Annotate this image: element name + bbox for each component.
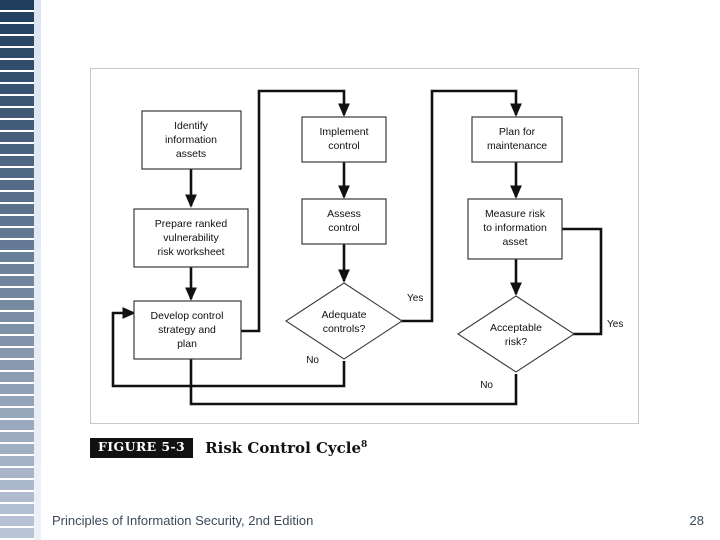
sidebar-stripe xyxy=(0,132,34,142)
sidebar-stripe xyxy=(0,156,34,166)
sidebar-stripe xyxy=(0,216,34,226)
sidebar-stripe xyxy=(0,528,34,538)
node-develop-line-0: Develop control xyxy=(151,310,224,322)
sidebar-stripe xyxy=(0,252,34,262)
sidebar-stripe-group xyxy=(0,0,34,540)
sidebar-stripe xyxy=(0,36,34,46)
node-identify-line-0: Identify xyxy=(174,120,209,132)
sidebar-stripe xyxy=(0,168,34,178)
sidebar-stripe xyxy=(0,372,34,382)
node-prepare-line-1: vulnerability xyxy=(163,232,219,244)
flow-connectors xyxy=(111,89,603,406)
flow-nodes: Identify information assets Prepare rank… xyxy=(133,110,576,373)
node-measure-line-2: asset xyxy=(502,236,527,248)
sidebar-stripe xyxy=(0,468,34,478)
caption-footnote-marker: 8 xyxy=(361,440,368,450)
sidebar-stripe xyxy=(0,192,34,202)
sidebar-stripe xyxy=(0,360,34,370)
node-identify-line-2: assets xyxy=(176,148,206,160)
label-acceptable-no: No xyxy=(480,380,493,391)
sidebar-stripe xyxy=(0,288,34,298)
node-acceptable-line-0: Acceptable xyxy=(490,322,542,334)
sidebar-stripe xyxy=(0,312,34,322)
sidebar-stripe xyxy=(0,264,34,274)
risk-control-cycle-flowchart: Identify information assets Prepare rank… xyxy=(111,89,623,406)
node-assess-line-0: Assess xyxy=(327,208,361,220)
label-adequate-yes: Yes xyxy=(407,293,423,304)
node-develop-line-1: strategy and xyxy=(158,324,216,336)
node-prepare: Prepare ranked vulnerability risk worksh… xyxy=(133,208,249,268)
node-measure-line-0: Measure risk xyxy=(485,208,546,220)
sidebar-stripe xyxy=(0,144,34,154)
sidebar-stripe xyxy=(0,456,34,466)
label-adequate-no: No xyxy=(306,355,319,366)
sidebar-stripe xyxy=(0,480,34,490)
branch-labels: Yes No Yes No xyxy=(306,293,623,391)
node-plan-maintenance: Plan for maintenance xyxy=(471,116,563,163)
sidebar-edge-gradient xyxy=(34,0,41,540)
node-measure-line-1: to information xyxy=(483,222,547,234)
sidebar-stripe xyxy=(0,444,34,454)
decorative-sidebar xyxy=(0,0,41,540)
sidebar-stripe xyxy=(0,516,34,526)
sidebar-stripe xyxy=(0,84,34,94)
sidebar-stripe xyxy=(0,120,34,130)
node-implement-line-0: Implement xyxy=(319,126,368,138)
node-assess: Assess control xyxy=(301,198,387,245)
sidebar-stripe xyxy=(0,180,34,190)
figure-panel: Identify information assets Prepare rank… xyxy=(90,68,639,424)
sidebar-stripe xyxy=(0,24,34,34)
sidebar-stripe xyxy=(0,96,34,106)
node-plan-line-1: maintenance xyxy=(487,140,547,152)
sidebar-stripe xyxy=(0,48,34,58)
sidebar-stripe xyxy=(0,420,34,430)
node-acceptable-risk: Acceptable risk? xyxy=(456,295,576,373)
sidebar-stripe xyxy=(0,408,34,418)
sidebar-stripe xyxy=(0,384,34,394)
node-adequate-line-0: Adequate xyxy=(322,309,367,321)
sidebar-stripe xyxy=(0,432,34,442)
sidebar-stripe xyxy=(0,492,34,502)
node-identify: Identify information assets xyxy=(141,110,242,170)
sidebar-stripe xyxy=(0,12,34,22)
node-adequate-line-1: controls? xyxy=(323,323,366,335)
footer-source-text: Principles of Information Security, 2nd … xyxy=(52,513,314,528)
figure-number-tag: FIGURE 5-3 xyxy=(90,438,194,458)
sidebar-stripe xyxy=(0,72,34,82)
node-develop-line-2: plan xyxy=(177,338,197,350)
node-acceptable-line-1: risk? xyxy=(505,336,527,348)
sidebar-stripe xyxy=(0,60,34,70)
caption-title-text: Risk Control Cycle xyxy=(205,439,362,457)
node-implement-line-1: control xyxy=(328,140,360,152)
node-develop: Develop control strategy and plan xyxy=(133,300,242,360)
sidebar-stripe xyxy=(0,0,34,10)
node-adequate-controls: Adequate controls? xyxy=(284,282,404,360)
footer-page-number: 28 xyxy=(689,513,704,528)
sidebar-stripe xyxy=(0,324,34,334)
sidebar-stripe xyxy=(0,336,34,346)
sidebar-stripe xyxy=(0,228,34,238)
node-identify-line-1: information xyxy=(165,134,217,146)
figure-caption: FIGURE 5-3 Risk Control Cycle8 xyxy=(90,433,639,463)
sidebar-stripe xyxy=(0,300,34,310)
node-plan-line-0: Plan for xyxy=(499,126,536,138)
sidebar-stripe xyxy=(0,504,34,514)
node-prepare-line-2: risk worksheet xyxy=(157,246,224,258)
node-measure-risk: Measure risk to information asset xyxy=(467,198,563,260)
sidebar-stripe xyxy=(0,276,34,286)
node-prepare-line-0: Prepare ranked xyxy=(155,218,228,230)
sidebar-stripe xyxy=(0,108,34,118)
node-implement: Implement control xyxy=(301,116,387,163)
sidebar-stripe xyxy=(0,204,34,214)
figure-caption-title: Risk Control Cycle8 xyxy=(205,439,367,457)
sidebar-stripe xyxy=(0,348,34,358)
node-assess-line-1: control xyxy=(328,222,360,234)
sidebar-stripe xyxy=(0,240,34,250)
label-acceptable-yes: Yes xyxy=(607,319,623,330)
sidebar-stripe xyxy=(0,396,34,406)
